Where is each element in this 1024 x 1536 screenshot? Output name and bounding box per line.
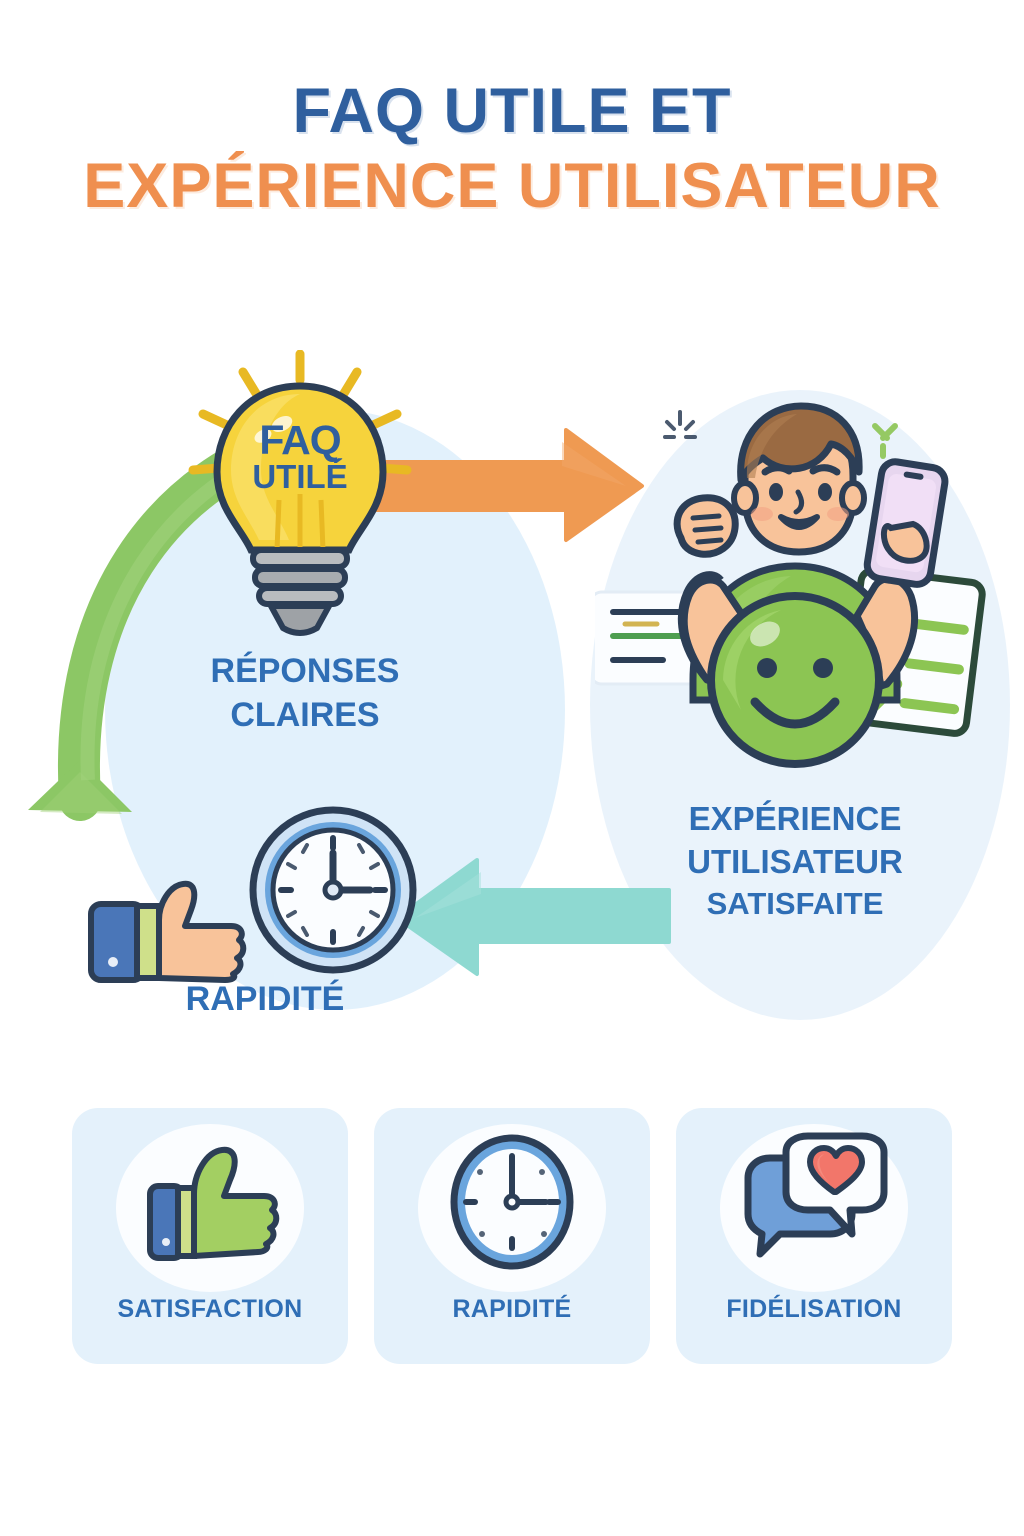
label-experience-line-1: EXPÉRIENCE: [688, 800, 902, 837]
sparkle-icon: [663, 410, 697, 439]
title-line-1: FAQ UTILE ET: [292, 76, 732, 146]
label-reponses-line-1: RÉPONSES: [210, 652, 400, 690]
thumbs-up-icon: [147, 1146, 280, 1261]
chat-heart-icon: [744, 1132, 888, 1258]
card-fidelisation[interactable]: FIDÉLISATION: [676, 1108, 952, 1364]
lightbulb-icon: [188, 350, 412, 636]
label-reponses-claires: RÉPONSES CLAIRES: [130, 650, 480, 737]
clock-icon: [450, 1134, 574, 1270]
label-experience-utilisateur: EXPÉRIENCE UTILISATEUR SATISFAITE: [600, 798, 990, 924]
label-rapidite: RAPIDITÉ: [185, 980, 345, 1018]
label-experience-line-3: SATISFAITE: [706, 885, 884, 921]
poster-title: FAQ UTILE ET EXPÉRIENCE UTILISATEUR: [0, 78, 1024, 220]
happy-user-icon: [595, 402, 986, 768]
teal-arrow-left-icon: [395, 858, 671, 976]
card-rapidite[interactable]: RAPIDITÉ: [374, 1108, 650, 1364]
orange-arrow-right-icon: [374, 428, 644, 542]
thumbs-up-icon: [88, 880, 247, 983]
card-label: FIDÉLISATION: [726, 1295, 902, 1323]
title-line-2: EXPÉRIENCE UTILISATEUR: [83, 150, 941, 221]
card-satisfaction[interactable]: SATISFACTION: [72, 1108, 348, 1364]
label-experience-line-2: UTILISATEUR: [687, 842, 903, 880]
cycle-diagram: FAQ UTILÉ RÉPONSES CLAIRES RAPIDITÉ EXPÉ…: [0, 350, 1024, 1080]
label-reponses-line-2: CLAIRES: [230, 695, 380, 734]
benefit-cards: SATISFACTION: [72, 1108, 952, 1366]
smiley-face-icon: [707, 592, 883, 768]
clock-icon: [249, 806, 417, 974]
card-label: SATISFACTION: [117, 1295, 303, 1323]
card-label: RAPIDITÉ: [452, 1295, 572, 1323]
